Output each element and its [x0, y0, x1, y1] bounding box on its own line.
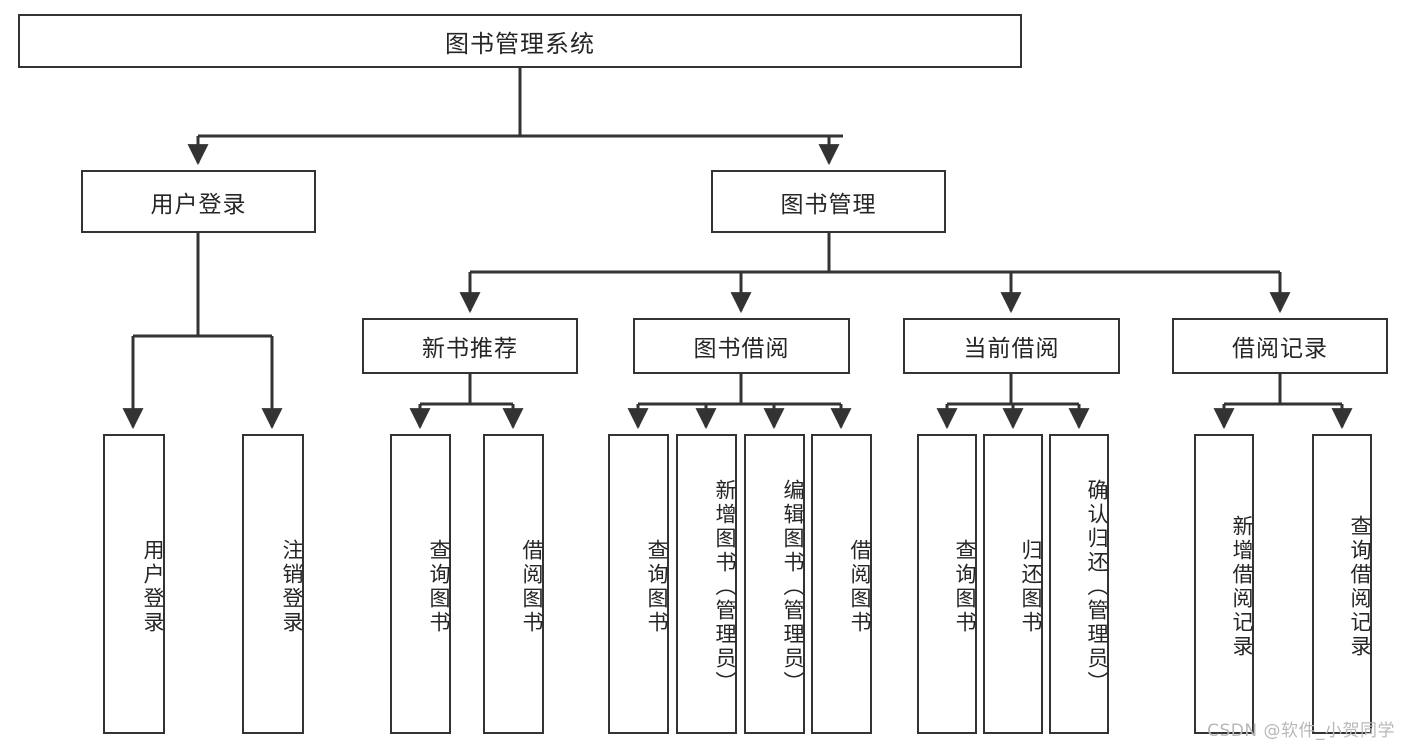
node-label: 新增借阅记录 [1230, 515, 1254, 659]
leaf-borrow-query-book[interactable]: 查询图书 [608, 434, 669, 734]
node-label: 新书推荐 [422, 336, 518, 362]
node-label: 用户登录 [150, 191, 247, 218]
node-book-borrow[interactable]: 图书借阅 [633, 318, 850, 374]
leaf-recommend-borrow-book[interactable]: 借阅图书 [483, 434, 544, 734]
node-new-book-recommend[interactable]: 新书推荐 [362, 318, 578, 374]
node-label: 确认归还（管理员） [1085, 479, 1109, 695]
leaf-borrow-edit-book-admin[interactable]: 编辑图书（管理员） [744, 434, 805, 734]
leaf-current-query-book[interactable]: 查询图书 [917, 434, 977, 734]
node-root-system[interactable]: 图书管理系统 [18, 14, 1022, 68]
node-label: 归还图书 [1019, 539, 1043, 635]
leaf-recommend-query-book[interactable]: 查询图书 [390, 434, 451, 734]
node-label: 借阅记录 [1232, 336, 1328, 362]
leaf-user-login-login[interactable]: 用户登录 [103, 434, 165, 734]
node-current-borrow[interactable]: 当前借阅 [903, 318, 1120, 374]
node-label: 当前借阅 [963, 336, 1060, 362]
node-label: 查询借阅记录 [1348, 515, 1372, 659]
node-label: 借阅图书 [848, 539, 872, 635]
leaf-current-confirm-return-admin[interactable]: 确认归还（管理员） [1049, 434, 1109, 734]
node-label: 图书借阅 [693, 336, 790, 362]
node-label: 编辑图书（管理员） [781, 479, 805, 695]
node-label: 查询图书 [427, 539, 451, 635]
leaf-user-login-logout[interactable]: 注销登录 [242, 434, 304, 734]
leaf-borrow-add-book-admin[interactable]: 新增图书（管理员） [676, 434, 737, 734]
node-user-login[interactable]: 用户登录 [81, 170, 316, 233]
leaf-record-add-borrow-record[interactable]: 新增借阅记录 [1194, 434, 1254, 734]
leaf-current-return-book[interactable]: 归还图书 [983, 434, 1043, 734]
leaf-record-query-borrow-record[interactable]: 查询借阅记录 [1312, 434, 1372, 734]
node-label: 查询图书 [645, 539, 669, 635]
node-label: 图书管理系统 [445, 29, 595, 58]
node-label: 图书管理 [780, 191, 877, 218]
node-label: 用户登录 [141, 539, 165, 635]
node-label: 借阅图书 [520, 539, 544, 635]
node-borrow-record[interactable]: 借阅记录 [1172, 318, 1388, 374]
leaf-borrow-borrow-book[interactable]: 借阅图书 [811, 434, 872, 734]
node-book-management[interactable]: 图书管理 [711, 170, 946, 233]
node-label: 注销登录 [280, 539, 304, 635]
node-label: 查询图书 [953, 539, 977, 635]
node-label: 新增图书（管理员） [713, 479, 737, 695]
